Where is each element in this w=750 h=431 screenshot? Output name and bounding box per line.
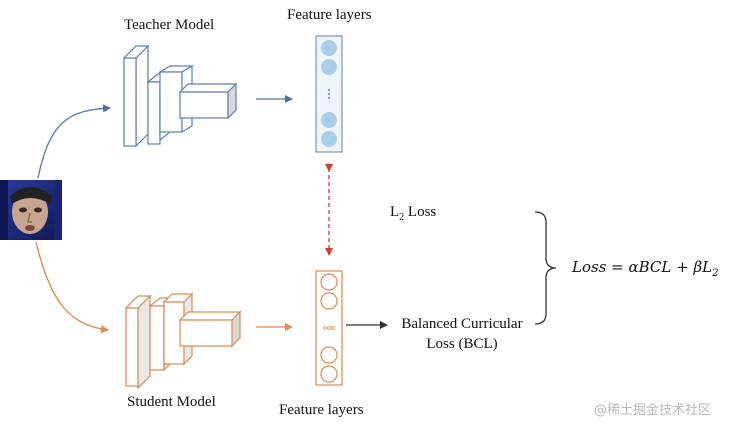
arrow-to-student (35, 241, 109, 334)
student-model-boxes (124, 292, 242, 390)
l2-loss-subscript: 2 (399, 212, 405, 223)
bcl-label-line1: Balanced Curricular (401, 316, 523, 332)
l2-loss-rest: Loss (404, 204, 437, 220)
input-face-image (0, 180, 62, 240)
student-model-label: Student Model (127, 394, 216, 410)
bcl-label-line2: Loss (BCL) (426, 336, 498, 352)
l2-loss-label: L2 Loss (390, 204, 436, 223)
watermark: @稀土掘金技术社区 (594, 403, 712, 418)
loss-formula-text: Loss = αBCL + βL (572, 258, 713, 276)
teacher-feature-column (315, 35, 343, 153)
l2-loss-base: L (390, 204, 400, 220)
teacher-feature-layers-label: Feature layers (287, 7, 372, 23)
student-feature-layers-label: Feature layers (279, 402, 364, 418)
arrow-to-teacher (37, 104, 111, 179)
loss-formula-subscript: 2 (712, 268, 719, 279)
loss-bracket (534, 211, 557, 325)
teacher-model-label: Teacher Model (124, 17, 215, 33)
total-loss-formula: Loss = αBCL + βL2 (572, 258, 718, 279)
teacher-model-boxes (122, 44, 238, 148)
student-feature-column (315, 270, 343, 386)
